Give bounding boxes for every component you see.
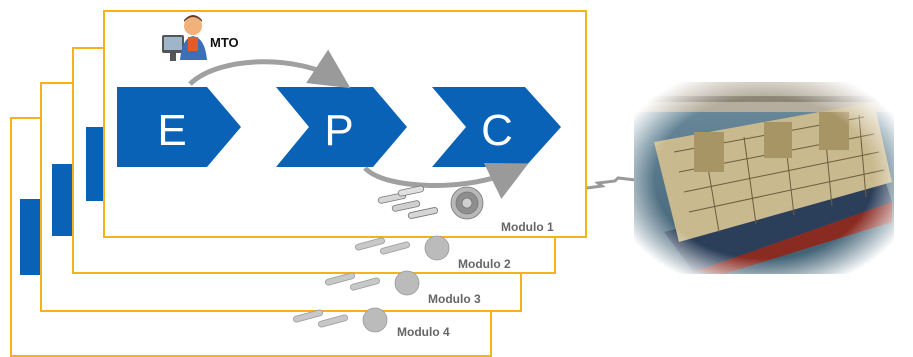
module-label-2: Modulo 2	[458, 257, 511, 271]
chevron-e: E	[117, 87, 241, 167]
chevron-c: C	[432, 87, 561, 167]
pipes-icon-back-2	[355, 235, 450, 261]
epc-flow-diagram: E P C	[117, 15, 637, 333]
connector-line	[586, 176, 637, 190]
phase-letter-c: C	[481, 106, 513, 155]
pipes-and-cable-reel-icon	[377, 185, 484, 220]
module-label-1: Modulo 1	[501, 220, 554, 234]
mto-label: MTO	[210, 35, 239, 50]
engineer-at-computer-icon	[162, 15, 207, 61]
phase-letter-p: P	[324, 106, 353, 155]
mto-arrow	[188, 49, 351, 89]
chevron-p: P	[276, 87, 407, 167]
module-label-4: Modulo 4	[397, 325, 450, 339]
pipes-icon-back-3	[325, 270, 420, 296]
fpso-vessel-photo	[634, 82, 894, 274]
module-label-3: Modulo 3	[428, 292, 481, 306]
chevron-edge-3	[52, 164, 74, 236]
chevron-edge-2	[86, 127, 106, 201]
construction-arrow	[363, 162, 529, 199]
chevron-edge-4	[20, 199, 42, 275]
phase-letter-e: E	[157, 106, 186, 155]
pipes-icon-back-4	[293, 307, 388, 333]
